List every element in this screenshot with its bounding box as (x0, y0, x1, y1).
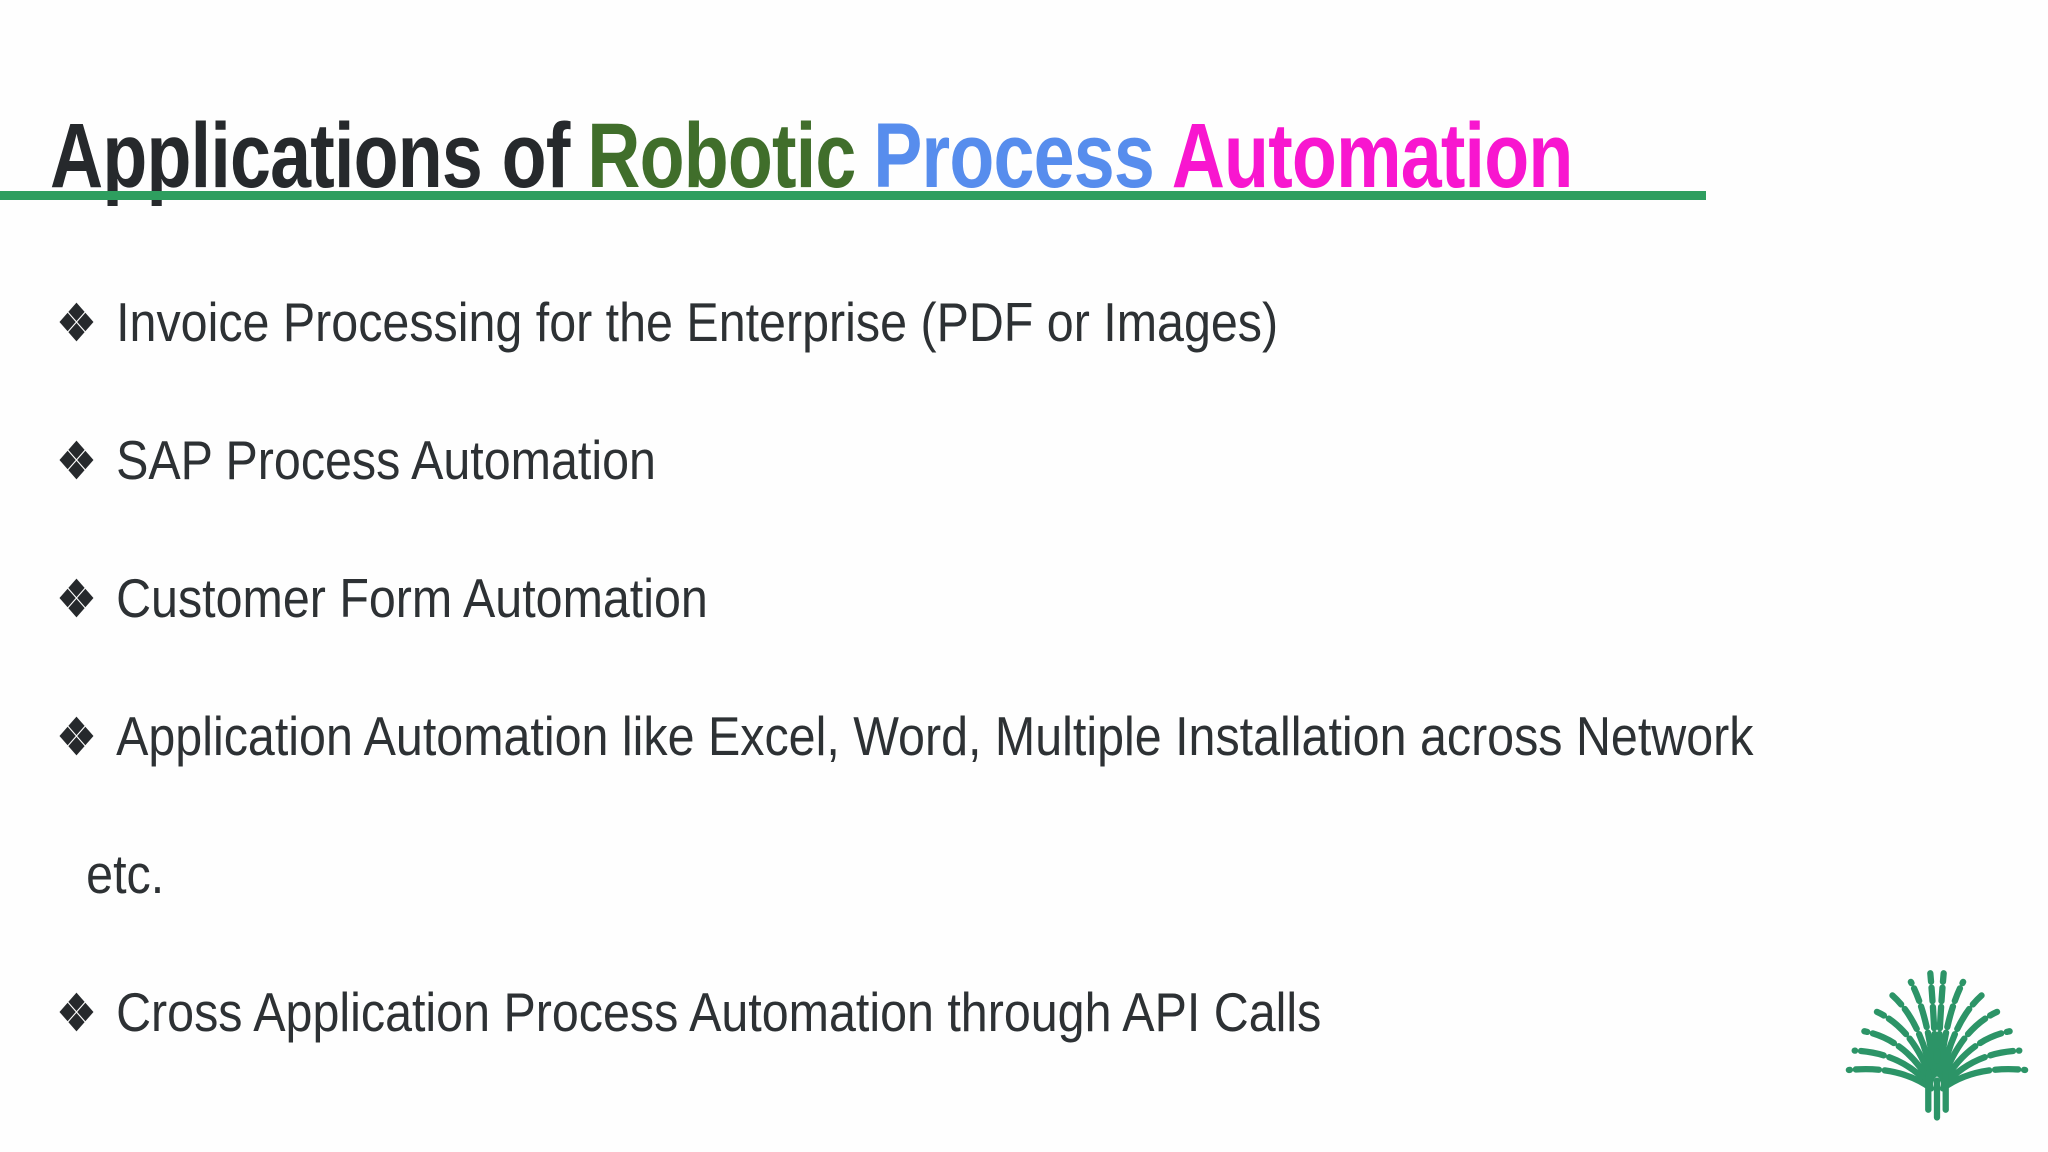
diamond-bullet-icon (58, 713, 95, 759)
list-item-text: Invoice Processing for the Enterprise (P… (116, 290, 1279, 353)
diamond-bullet-icon (58, 437, 95, 483)
list-item: Cross Application Process Automation thr… (58, 943, 1753, 1081)
list-item-text: Application Automation like Excel, Word,… (116, 704, 1754, 767)
list-item-text: Customer Form Automation (116, 566, 708, 629)
title-divider-rule (0, 191, 1706, 200)
title-segment: Process (873, 104, 1155, 207)
list-item: Customer Form Automation (58, 529, 1753, 667)
list-item-text: Cross Application Process Automation thr… (116, 980, 1322, 1043)
title-segment: Robotic (587, 104, 856, 207)
tree-fan-logo-icon (1845, 956, 2029, 1122)
list-item: SAP Process Automation (58, 391, 1753, 529)
title-segment: Applications of (50, 104, 570, 207)
list-item: Invoice Processing for the Enterprise (P… (58, 253, 1753, 391)
diamond-bullet-icon (58, 299, 95, 345)
list-item: Application Automation like Excel, Word,… (58, 667, 1753, 805)
list-item-text: SAP Process Automation (116, 428, 656, 491)
diamond-bullet-icon (58, 989, 95, 1035)
diamond-bullet-icon (58, 575, 95, 621)
list-item-text: etc. (86, 842, 165, 905)
bullet-list: Invoice Processing for the Enterprise (P… (58, 253, 1753, 1081)
list-item-continuation: etc. (58, 805, 1753, 943)
title-segment: Automation (1171, 104, 1574, 207)
